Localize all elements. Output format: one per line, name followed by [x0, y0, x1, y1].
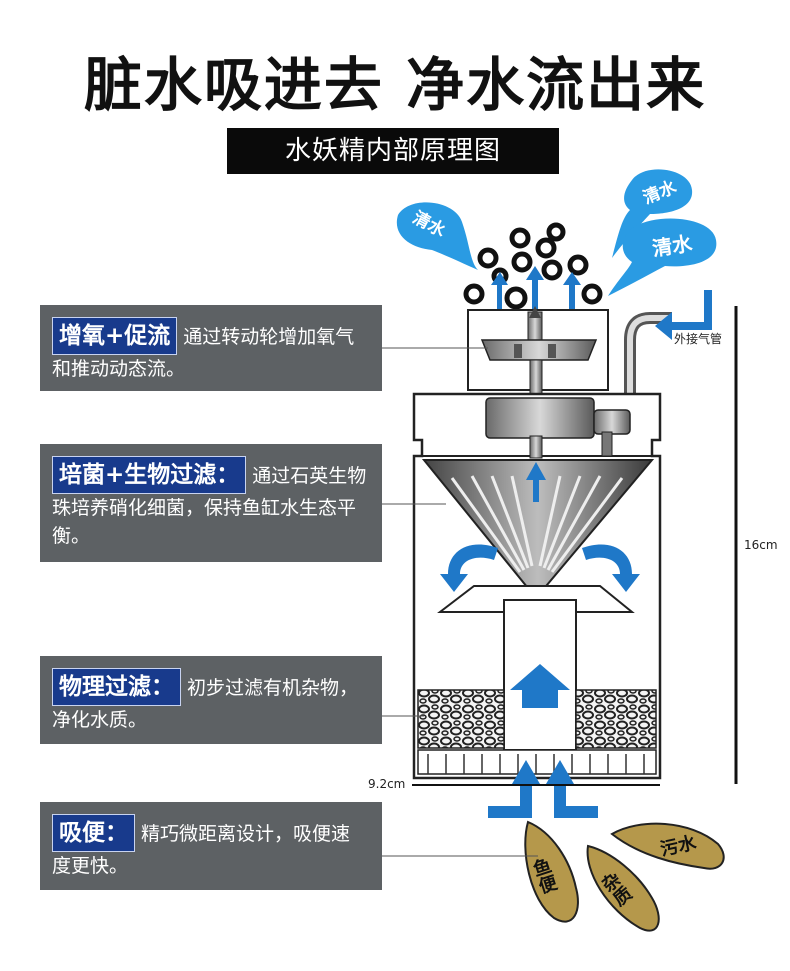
panel-text: 精巧微距离设计，吸便速度更快。 [52, 823, 351, 877]
up-arrow-icon [510, 664, 570, 708]
air-tube [624, 312, 672, 410]
subtitle-bar: 水妖精内部原理图 [227, 128, 559, 174]
panel-tag: 吸便： [52, 814, 135, 852]
swirl-arrow-left-icon [440, 544, 498, 592]
waste-blob-fish-feces [524, 820, 579, 923]
air-inlet-arrow-icon [655, 290, 712, 340]
water-bubble-left [396, 202, 478, 270]
panel-tag: 物理过滤： [52, 668, 181, 706]
waste-blob-impurities [586, 844, 660, 932]
water-bubble-right [608, 218, 717, 296]
impeller [480, 306, 598, 401]
air-tube-label: 外接气管 [674, 332, 723, 346]
rock-layer-left [417, 689, 505, 749]
panel-text: 通过石英生物珠培养硝化细菌，保持鱼缸水生态平衡。 [52, 465, 367, 547]
width-label: 9.2cm [368, 777, 406, 791]
panel-text: 初步过滤有机杂物，净化水质。 [52, 677, 359, 731]
rock-layer-right [575, 689, 657, 749]
info-panel-oxygenation: 增氧+促流通过转动轮增加氧气和推动动态流。 [40, 305, 382, 391]
panel-tag: 增氧+促流 [52, 317, 178, 355]
filter-cone [421, 459, 655, 600]
water-bubble-label: 清水 [650, 231, 694, 261]
panel-text: 通过转动轮增加氧气和推动动态流。 [52, 326, 355, 380]
outflow-arrows [491, 266, 581, 310]
info-panel-biofilter: 培菌+生物过滤：通过石英生物珠培养硝化细菌，保持鱼缸水生态平衡。 [40, 444, 382, 562]
headline: 脏水吸进去 净水流出来 [83, 51, 707, 119]
waste-blob-dirty-water [610, 822, 725, 870]
intake-arrows [488, 760, 598, 818]
swirl-arrow-right-icon [582, 544, 640, 592]
info-panel-suction: 吸便：精巧微距离设计，吸便速度更快。 [40, 802, 382, 890]
height-label: 16cm [744, 538, 778, 552]
base-grid [417, 749, 657, 775]
water-bubble-top-right [612, 169, 693, 258]
info-panel-physical-filter: 物理过滤：初步过滤有机杂物，净化水质。 [40, 656, 382, 744]
oxygen-bubbles [463, 222, 603, 310]
panel-tag: 培菌+生物过滤： [52, 456, 247, 494]
